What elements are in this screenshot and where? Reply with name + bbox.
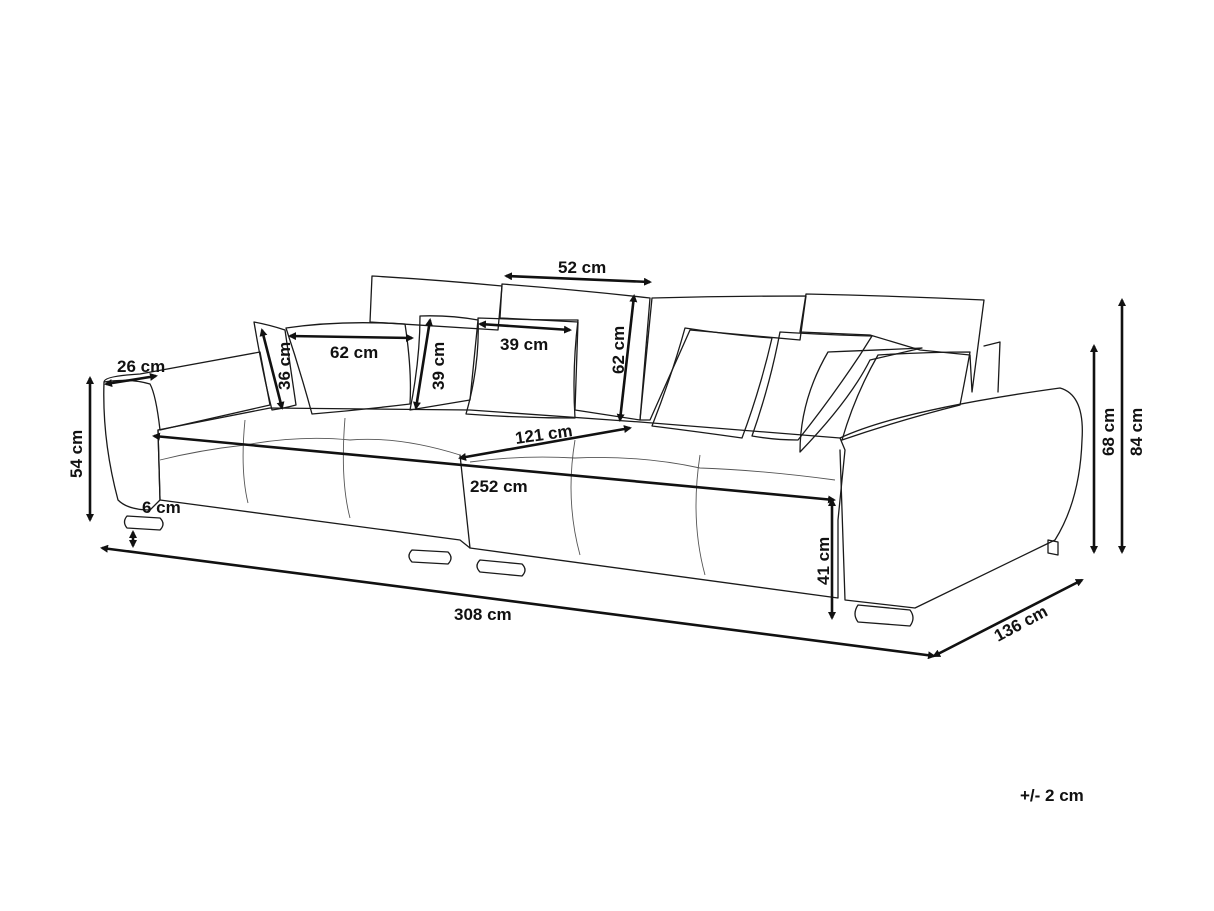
label-large-pillow-height: 36 cm: [275, 342, 294, 390]
pillow-3: [651, 327, 773, 439]
label-small-pillow-height: 39 cm: [429, 342, 448, 390]
leg: [408, 549, 452, 565]
label-total-width: 308 cm: [454, 605, 512, 624]
dimension-labels: 52 cm 62 cm 62 cm 36 cm 39 cm 39 cm 26 c…: [67, 258, 1146, 805]
leg: [123, 515, 164, 531]
tolerance-note: +/- 2 cm: [1020, 786, 1084, 805]
pillow-5: [799, 347, 923, 453]
label-armrest-height: 54 cm: [67, 430, 86, 478]
back-cushion-4: [799, 293, 985, 393]
label-seat-depth: 121 cm: [514, 421, 574, 448]
label-back-cushion-height: 62 cm: [609, 326, 628, 374]
leg: [476, 559, 526, 577]
label-armrest-width: 26 cm: [117, 357, 165, 376]
back-cushion-3: [639, 295, 807, 421]
back-cushion-2: [499, 283, 651, 421]
label-back-height: 68 cm: [1099, 408, 1118, 456]
sofa-outline: [103, 275, 1083, 627]
label-seat-height: 41 cm: [814, 537, 833, 585]
label-small-pillow-width: 39 cm: [500, 335, 548, 354]
label-large-pillow-width: 62 cm: [330, 343, 378, 362]
leg: [854, 604, 914, 627]
label-leg-height: 6 cm: [142, 498, 181, 517]
label-total-height: 84 cm: [1127, 408, 1146, 456]
small-pillow-2: [465, 317, 579, 419]
label-back-cushion-width: 52 cm: [558, 258, 606, 277]
label-seat-width: 252 cm: [470, 477, 528, 496]
label-total-depth: 136 cm: [991, 602, 1051, 646]
pillow-6: [841, 351, 971, 441]
back-cushion-1: [369, 275, 503, 331]
large-pillow: [285, 322, 412, 415]
leg: [1047, 539, 1059, 556]
right-armrest: [839, 387, 1083, 609]
dimension-lines: [86, 272, 1126, 660]
